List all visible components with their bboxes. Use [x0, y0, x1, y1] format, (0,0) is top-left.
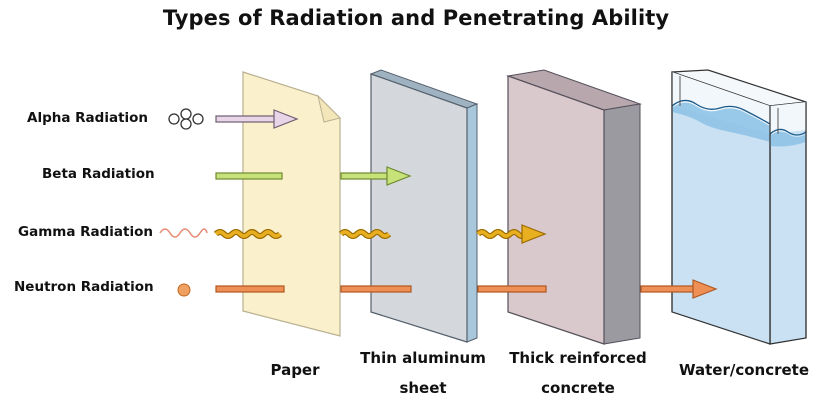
wave-icon [159, 228, 208, 238]
alpha-particle-icon [168, 108, 204, 130]
alpha-radiation-label: Alpha Radiation [27, 110, 149, 126]
beta-arrow-segment [215, 172, 283, 180]
aluminum-label: Thin aluminum sheet [350, 343, 496, 403]
alpha-arrow [215, 109, 299, 129]
paper-label: Paper [240, 355, 350, 385]
aluminum-label-line1: Thin aluminum [360, 349, 486, 367]
gamma-arrow [475, 224, 547, 244]
paper-label-line1: Paper [270, 361, 320, 379]
diagram-title: Types of Radiation and Penetrating Abili… [162, 6, 670, 30]
neutron-radiation-label: Neutron Radiation [14, 279, 154, 295]
water-tank-barrier [671, 69, 807, 345]
gamma-radiation-label: Gamma Radiation [18, 224, 154, 240]
concrete-label-line1: Thick reinforced [509, 349, 647, 367]
aluminum-barrier [369, 69, 479, 343]
water-concrete-label: Water/concrete [664, 355, 824, 385]
neutron-arrow-segment [215, 285, 285, 293]
concrete-label: Thick reinforced concrete [498, 343, 658, 403]
aluminum-label-line2: sheet [399, 379, 447, 397]
beta-arrow [340, 166, 412, 186]
neutron-dot-icon [177, 283, 191, 297]
water-concrete-label-line1: Water/concrete [678, 361, 810, 379]
neutron-arrow [640, 279, 718, 299]
concrete-label-line2: concrete [541, 379, 615, 397]
concrete-barrier [506, 69, 642, 345]
beta-radiation-label: Beta Radiation [42, 166, 155, 182]
paper-barrier [242, 71, 341, 337]
